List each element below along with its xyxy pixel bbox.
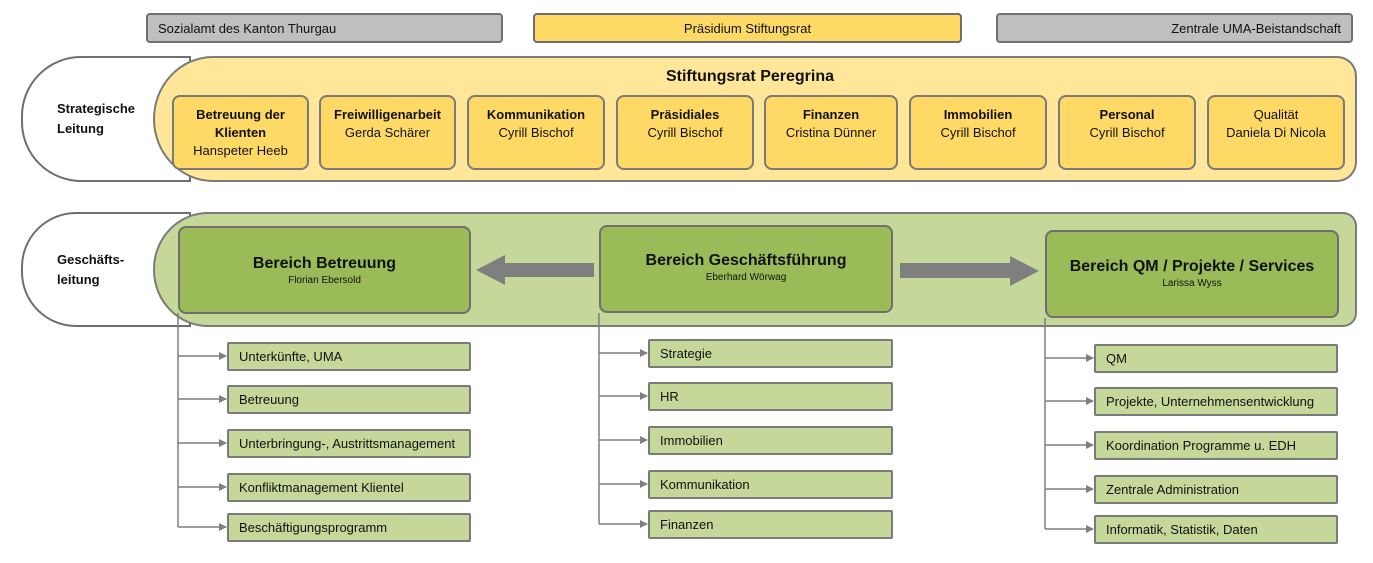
list-item: HR [648,382,893,411]
list-item: Konfliktmanagement Klientel [227,473,471,502]
top-box-label: Sozialamt des Kanton Thurgau [158,20,337,36]
top-box-praesidium: Präsidium Stiftungsrat [533,13,962,43]
dept-name: Cyrill Bischof [498,125,574,140]
area-title: Bereich QM / Projekte / Services [1069,258,1315,275]
list-item: Projekte, Unternehmensentwicklung [1094,387,1338,416]
dept-name: Cyrill Bischof [940,125,1016,140]
arrow-to-betreuung [476,255,594,285]
area-name: Eberhard Wörwag [705,272,787,283]
list-item: QM [1094,344,1338,373]
side-label-line: leitung [57,271,100,287]
list-item: Unterbringung-, Austrittsmanagement [227,429,471,458]
dept-title: Betreuung der Klienten [196,107,285,140]
list-item: Unterkünfte, UMA [227,342,471,371]
dept-title: Freiwilligenarbeit [334,107,441,122]
dept-title: Präsidiales [650,107,720,122]
dept-personal: Personal Cyrill Bischof [1058,95,1196,170]
list-item: Koordination Programme u. EDH [1094,431,1338,460]
dept-title: Qualität [1253,107,1299,122]
dept-finanzen: Finanzen Cristina Dünner [764,95,898,170]
strategic-title: Stiftungsrat Peregrina [665,68,835,85]
area-name: Larissa Wyss [1162,278,1222,289]
dept-title: Personal [1099,107,1155,122]
dept-name: Cristina Dünner [785,125,877,140]
dept-qualitaet: Qualität Daniela Di Nicola [1207,95,1345,170]
dept-name: Cyrill Bischof [647,125,723,140]
list-item: Beschäftigungsprogramm [227,513,471,542]
area-name: Florian Ebersold [288,275,361,286]
side-label-line: Leitung [57,121,104,136]
top-box-label: Präsidium Stiftungsrat [683,20,812,36]
dept-title: Kommunikation [486,107,586,122]
top-box-uma: Zentrale UMA-Beistandschaft [996,13,1353,43]
side-label-line: Geschäfts- [57,251,125,267]
dept-freiwilligenarbeit: Freiwilligenarbeit Gerda Schärer [319,95,456,170]
area-title: Bereich Geschäftsführung [645,252,847,269]
dept-title: Finanzen [802,107,860,122]
list-item: Betreuung [227,385,471,414]
side-label-line: Strategische [57,101,136,116]
area-geschaeftsfuehrung: Bereich Geschäftsführung Eberhard Wörwag [599,225,893,313]
dept-name: Hanspeter Heeb [193,143,288,158]
top-box-sozialamt: Sozialamt des Kanton Thurgau [146,13,503,43]
dept-praesidiales: Präsidiales Cyrill Bischof [616,95,754,170]
area-qm-projekte-services: Bereich QM / Projekte / Services Larissa… [1045,230,1339,318]
dept-kommunikation: Kommunikation Cyrill Bischof [467,95,605,170]
dept-title: Immobilien [943,107,1013,122]
list-item: Strategie [648,339,893,368]
dept-immobilien: Immobilien Cyrill Bischof [909,95,1047,170]
dept-name: Cyrill Bischof [1089,125,1165,140]
arrow-to-qm [900,256,1039,286]
list-item: Kommunikation [648,470,893,499]
list-item: Finanzen [648,510,893,539]
area-betreuung: Bereich Betreuung Florian Ebersold [178,226,471,314]
area-title: Bereich Betreuung [252,255,397,272]
dept-betreuung: Betreuung der Klienten Hanspeter Heeb [172,95,309,170]
dept-name: Daniela Di Nicola [1226,125,1326,140]
list-item: Immobilien [648,426,893,455]
dept-name: Gerda Schärer [344,125,431,140]
list-item: Informatik, Statistik, Daten [1094,515,1338,544]
list-item: Zentrale Administration [1094,475,1338,504]
top-box-label: Zentrale UMA-Beistandschaft [1171,20,1341,36]
